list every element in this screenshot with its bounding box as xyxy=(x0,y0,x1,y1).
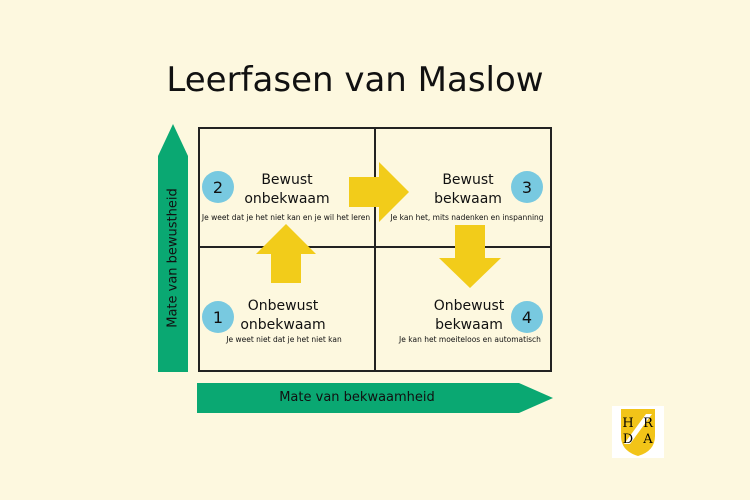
quadrant-3-description: Je kan het, mits nadenken en inspanning xyxy=(390,213,544,222)
quadrant-4-description: Je kan het moeiteloos en automatisch xyxy=(399,335,541,344)
svg-text:D: D xyxy=(623,432,633,447)
svg-text:A: A xyxy=(642,432,653,447)
shield-logo-icon: H R D A xyxy=(621,409,655,456)
vertical-axis-arrow xyxy=(158,124,188,372)
quadrant-1-title: Onbewust onbekwaam xyxy=(218,297,348,335)
arrow-down-icon xyxy=(439,225,501,288)
quadrant-3-title-line2: bekwaam xyxy=(434,191,502,207)
quadrant-2-title: Bewust onbekwaam xyxy=(222,171,352,209)
quadrant-4-title: Onbewust bekwaam xyxy=(404,297,534,335)
arrow-right-icon xyxy=(349,162,409,222)
vertical-axis-label: Mate van bewustheid xyxy=(165,188,181,328)
quadrant-1-title-line1: Onbewust xyxy=(247,298,319,314)
quadrant-1-number: 1 xyxy=(202,301,234,333)
horizontal-axis-arrow xyxy=(197,383,553,413)
grid-divider-horizontal xyxy=(198,246,552,248)
quadrant-2-description: Je weet dat je het niet kan en je wil he… xyxy=(201,213,371,222)
quadrant-4-number: 4 xyxy=(511,301,543,333)
quadrant-1-description: Je weet niet dat je het niet kan xyxy=(226,335,342,344)
quadrant-2-title-line1: Bewust xyxy=(261,172,313,188)
grid-divider-vertical xyxy=(374,127,376,372)
hrda-logo: H R D A xyxy=(612,406,664,458)
quadrant-2-title-line2: onbekwaam xyxy=(244,191,330,207)
quadrant-3-title: Bewust bekwaam xyxy=(403,171,533,209)
svg-text:R: R xyxy=(643,416,654,431)
horizontal-axis-label: Mate van bekwaamheid xyxy=(279,390,435,405)
quadrant-3-number: 3 xyxy=(511,171,543,203)
svg-text:H: H xyxy=(622,416,633,431)
quadrant-2-number: 2 xyxy=(202,171,234,203)
arrow-up-icon xyxy=(256,224,316,283)
quadrant-3-title-line1: Bewust xyxy=(442,172,494,188)
quadrant-4-title-line1: Onbewust xyxy=(433,298,505,314)
quadrant-4-title-line2: bekwaam xyxy=(435,317,503,333)
page-title: Leerfasen van Maslow xyxy=(166,60,544,100)
quadrant-1-title-line2: onbekwaam xyxy=(240,317,326,333)
